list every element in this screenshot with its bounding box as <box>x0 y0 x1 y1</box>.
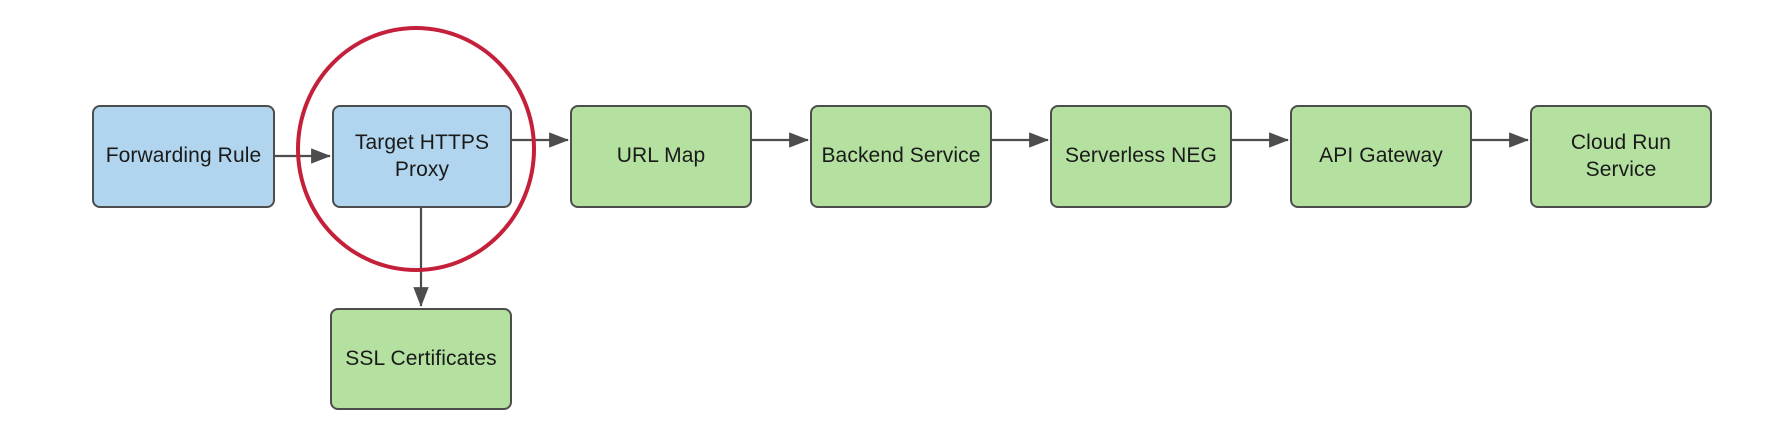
node-url-map[interactable]: URL Map <box>570 105 752 208</box>
node-serverless-neg[interactable]: Serverless NEG <box>1050 105 1232 208</box>
node-serverless-neg-label: Serverless NEG <box>1065 144 1217 168</box>
node-api-gateway-label: API Gateway <box>1319 144 1443 168</box>
node-forwarding-rule[interactable]: Forwarding Rule <box>92 105 275 208</box>
node-cloud-run-service-label: Cloud Run Service <box>1570 130 1672 181</box>
node-forwarding-rule-label: Forwarding Rule <box>105 144 262 168</box>
highlight-circle-annotation <box>296 26 536 272</box>
node-api-gateway[interactable]: API Gateway <box>1290 105 1472 208</box>
node-backend-service-label: Backend Service <box>821 144 981 168</box>
node-ssl-certificates-label: SSL Certificates <box>345 346 497 370</box>
node-backend-service[interactable]: Backend Service <box>810 105 992 208</box>
node-ssl-certificates[interactable]: SSL Certificates <box>330 308 512 410</box>
node-url-map-label: URL Map <box>616 144 706 168</box>
node-cloud-run-service[interactable]: Cloud Run Service <box>1530 105 1712 208</box>
